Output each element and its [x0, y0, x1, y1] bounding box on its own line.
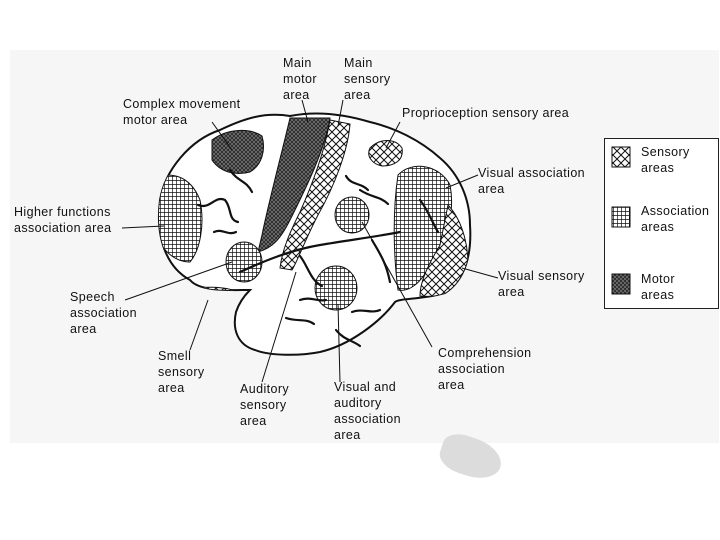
region-comprehension: [334, 196, 370, 234]
label-speech: Speech association area: [70, 290, 137, 336]
legend-swatches: [611, 146, 631, 295]
label-main-motor: Main motor area: [283, 56, 317, 102]
label-visual-sensory: Visual sensory area: [498, 269, 585, 299]
label-auditory: Auditory sensory area: [240, 382, 290, 428]
label-visual-association: Visual association area: [478, 166, 586, 196]
legend-swatch-sensory: [611, 146, 631, 168]
label-higher-functions: Higher functions association area: [14, 205, 112, 235]
legend-label-sensory: Sensory areas: [641, 145, 690, 175]
legend: Sensory areas Association areas Motor ar…: [604, 138, 719, 309]
label-visual-auditory: Visual and auditory association area: [334, 380, 401, 442]
legend-swatch-motor: [611, 273, 631, 295]
label-comprehension: Comprehension association area: [438, 346, 532, 392]
region-main-motor: [257, 117, 331, 253]
legend-label-motor: Motor areas: [641, 272, 675, 302]
region-proprioception: [368, 140, 403, 167]
label-main-sensory: Main sensory area: [344, 56, 391, 102]
label-complex-movement: Complex movement motor area: [123, 97, 241, 127]
legend-label-association: Association areas: [641, 204, 710, 234]
legend-swatch-association: [611, 206, 631, 228]
region-complex-movement: [211, 130, 264, 174]
label-smell: Smell sensory area: [158, 349, 205, 395]
region-main-sensory: [279, 119, 351, 271]
region-visual-auditory: [314, 265, 358, 311]
region-higher-functions: [158, 174, 203, 263]
leader-lines: [121, 99, 499, 383]
label-proprioception: Proprioception sensory area: [402, 106, 570, 120]
